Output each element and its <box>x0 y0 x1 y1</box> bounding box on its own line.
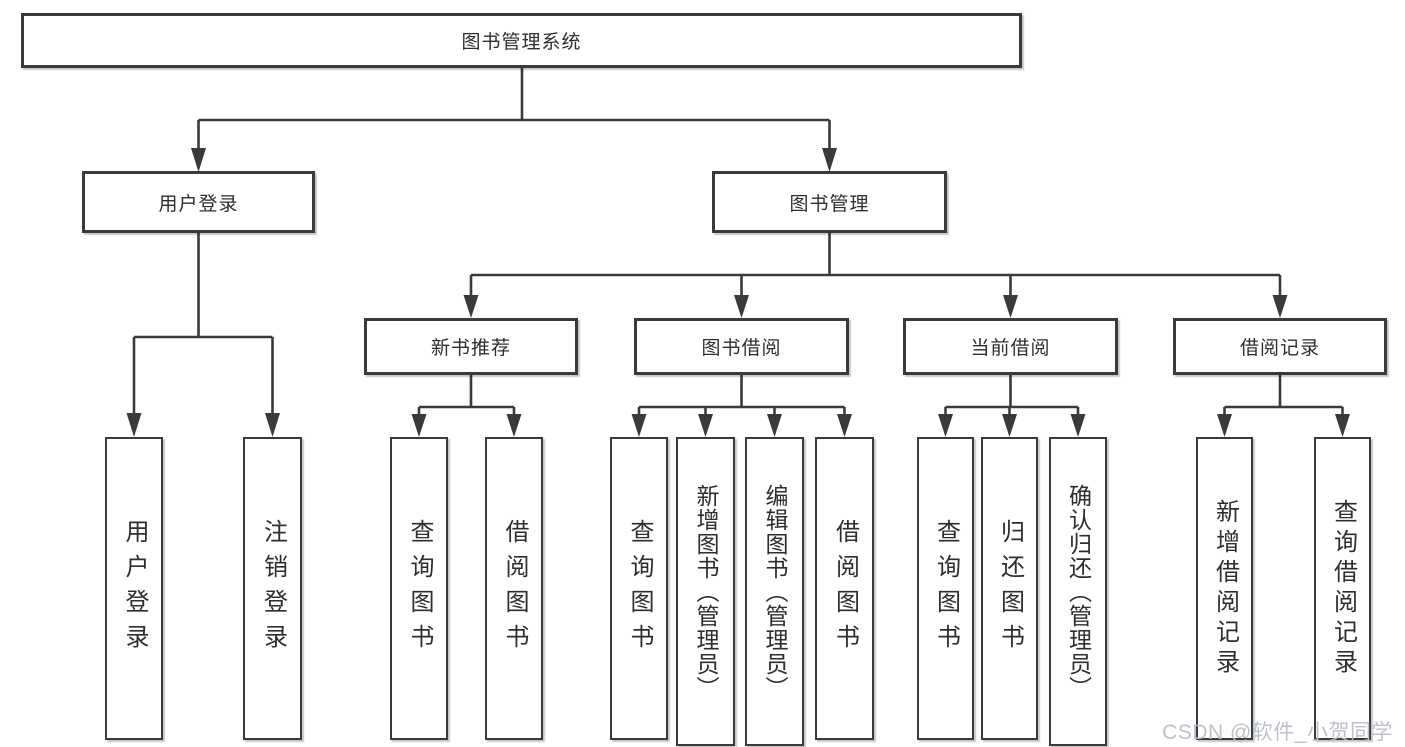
node-cb-query-books-label: 查询图书 <box>932 518 960 659</box>
node-book-mgmt-label: 图书管理 <box>789 193 870 215</box>
node-bb-query-books-label: 查询图书 <box>626 518 653 659</box>
node-cb-confirm-return-label: 确认归还（管理员） <box>1065 483 1092 700</box>
node-nb-query-books: 查询图书 <box>390 437 448 740</box>
node-bb-query-books: 查询图书 <box>610 437 668 740</box>
node-nb-query-books-label: 查询图书 <box>406 518 433 659</box>
node-root-label: 图书管理系统 <box>461 32 582 53</box>
node-cb-return-books: 归还图书 <box>981 437 1038 740</box>
node-cb-return-books-label: 归还图书 <box>996 518 1024 659</box>
node-br-add-record: 新增借阅记录 <box>1196 437 1253 740</box>
node-user-login: 用户登录 <box>82 171 315 233</box>
node-bb-borrow-books: 借阅图书 <box>815 437 874 740</box>
node-new-book-rec: 新书推荐 <box>364 318 578 375</box>
node-current-borrow: 当前借阅 <box>903 318 1118 375</box>
node-bb-add-books: 新增图书（管理员） <box>676 437 735 746</box>
csdn-watermark: CSDN @软件_小贺同学 <box>1162 721 1393 744</box>
node-new-book-rec-label: 新书推荐 <box>430 338 511 359</box>
node-bb-edit-books-label: 编辑图书（管理员） <box>762 483 788 700</box>
node-cb-query-books: 查询图书 <box>917 437 974 740</box>
node-borrow-records-label: 借阅记录 <box>1239 338 1320 359</box>
node-cb-confirm-return: 确认归还（管理员） <box>1049 437 1107 746</box>
node-bb-edit-books: 编辑图书（管理员） <box>745 437 804 746</box>
node-nb-borrow-books: 借阅图书 <box>485 437 543 740</box>
node-root: 图书管理系统 <box>21 13 1022 68</box>
node-user-login-leaf-label: 用户登录 <box>121 518 148 659</box>
node-bb-add-books-label: 新增图书（管理员） <box>693 483 719 700</box>
node-br-add-record-label: 新增借阅记录 <box>1211 498 1239 679</box>
node-book-borrow: 图书借阅 <box>634 318 849 375</box>
node-borrow-records: 借阅记录 <box>1173 318 1387 375</box>
node-bb-borrow-books-label: 借阅图书 <box>831 518 859 659</box>
node-user-login-leaf: 用户登录 <box>105 437 163 740</box>
node-current-borrow-label: 当前借阅 <box>970 338 1051 359</box>
node-nb-borrow-books-label: 借阅图书 <box>501 518 528 659</box>
node-user-login-label: 用户登录 <box>158 193 239 215</box>
node-br-query-record-label: 查询借阅记录 <box>1329 498 1357 679</box>
node-br-query-record: 查询借阅记录 <box>1314 437 1371 740</box>
node-logout-leaf: 注销登录 <box>243 437 302 740</box>
node-book-borrow-label: 图书借阅 <box>701 338 782 359</box>
node-logout-leaf-label: 注销登录 <box>259 518 287 659</box>
node-book-mgmt: 图书管理 <box>712 171 947 233</box>
